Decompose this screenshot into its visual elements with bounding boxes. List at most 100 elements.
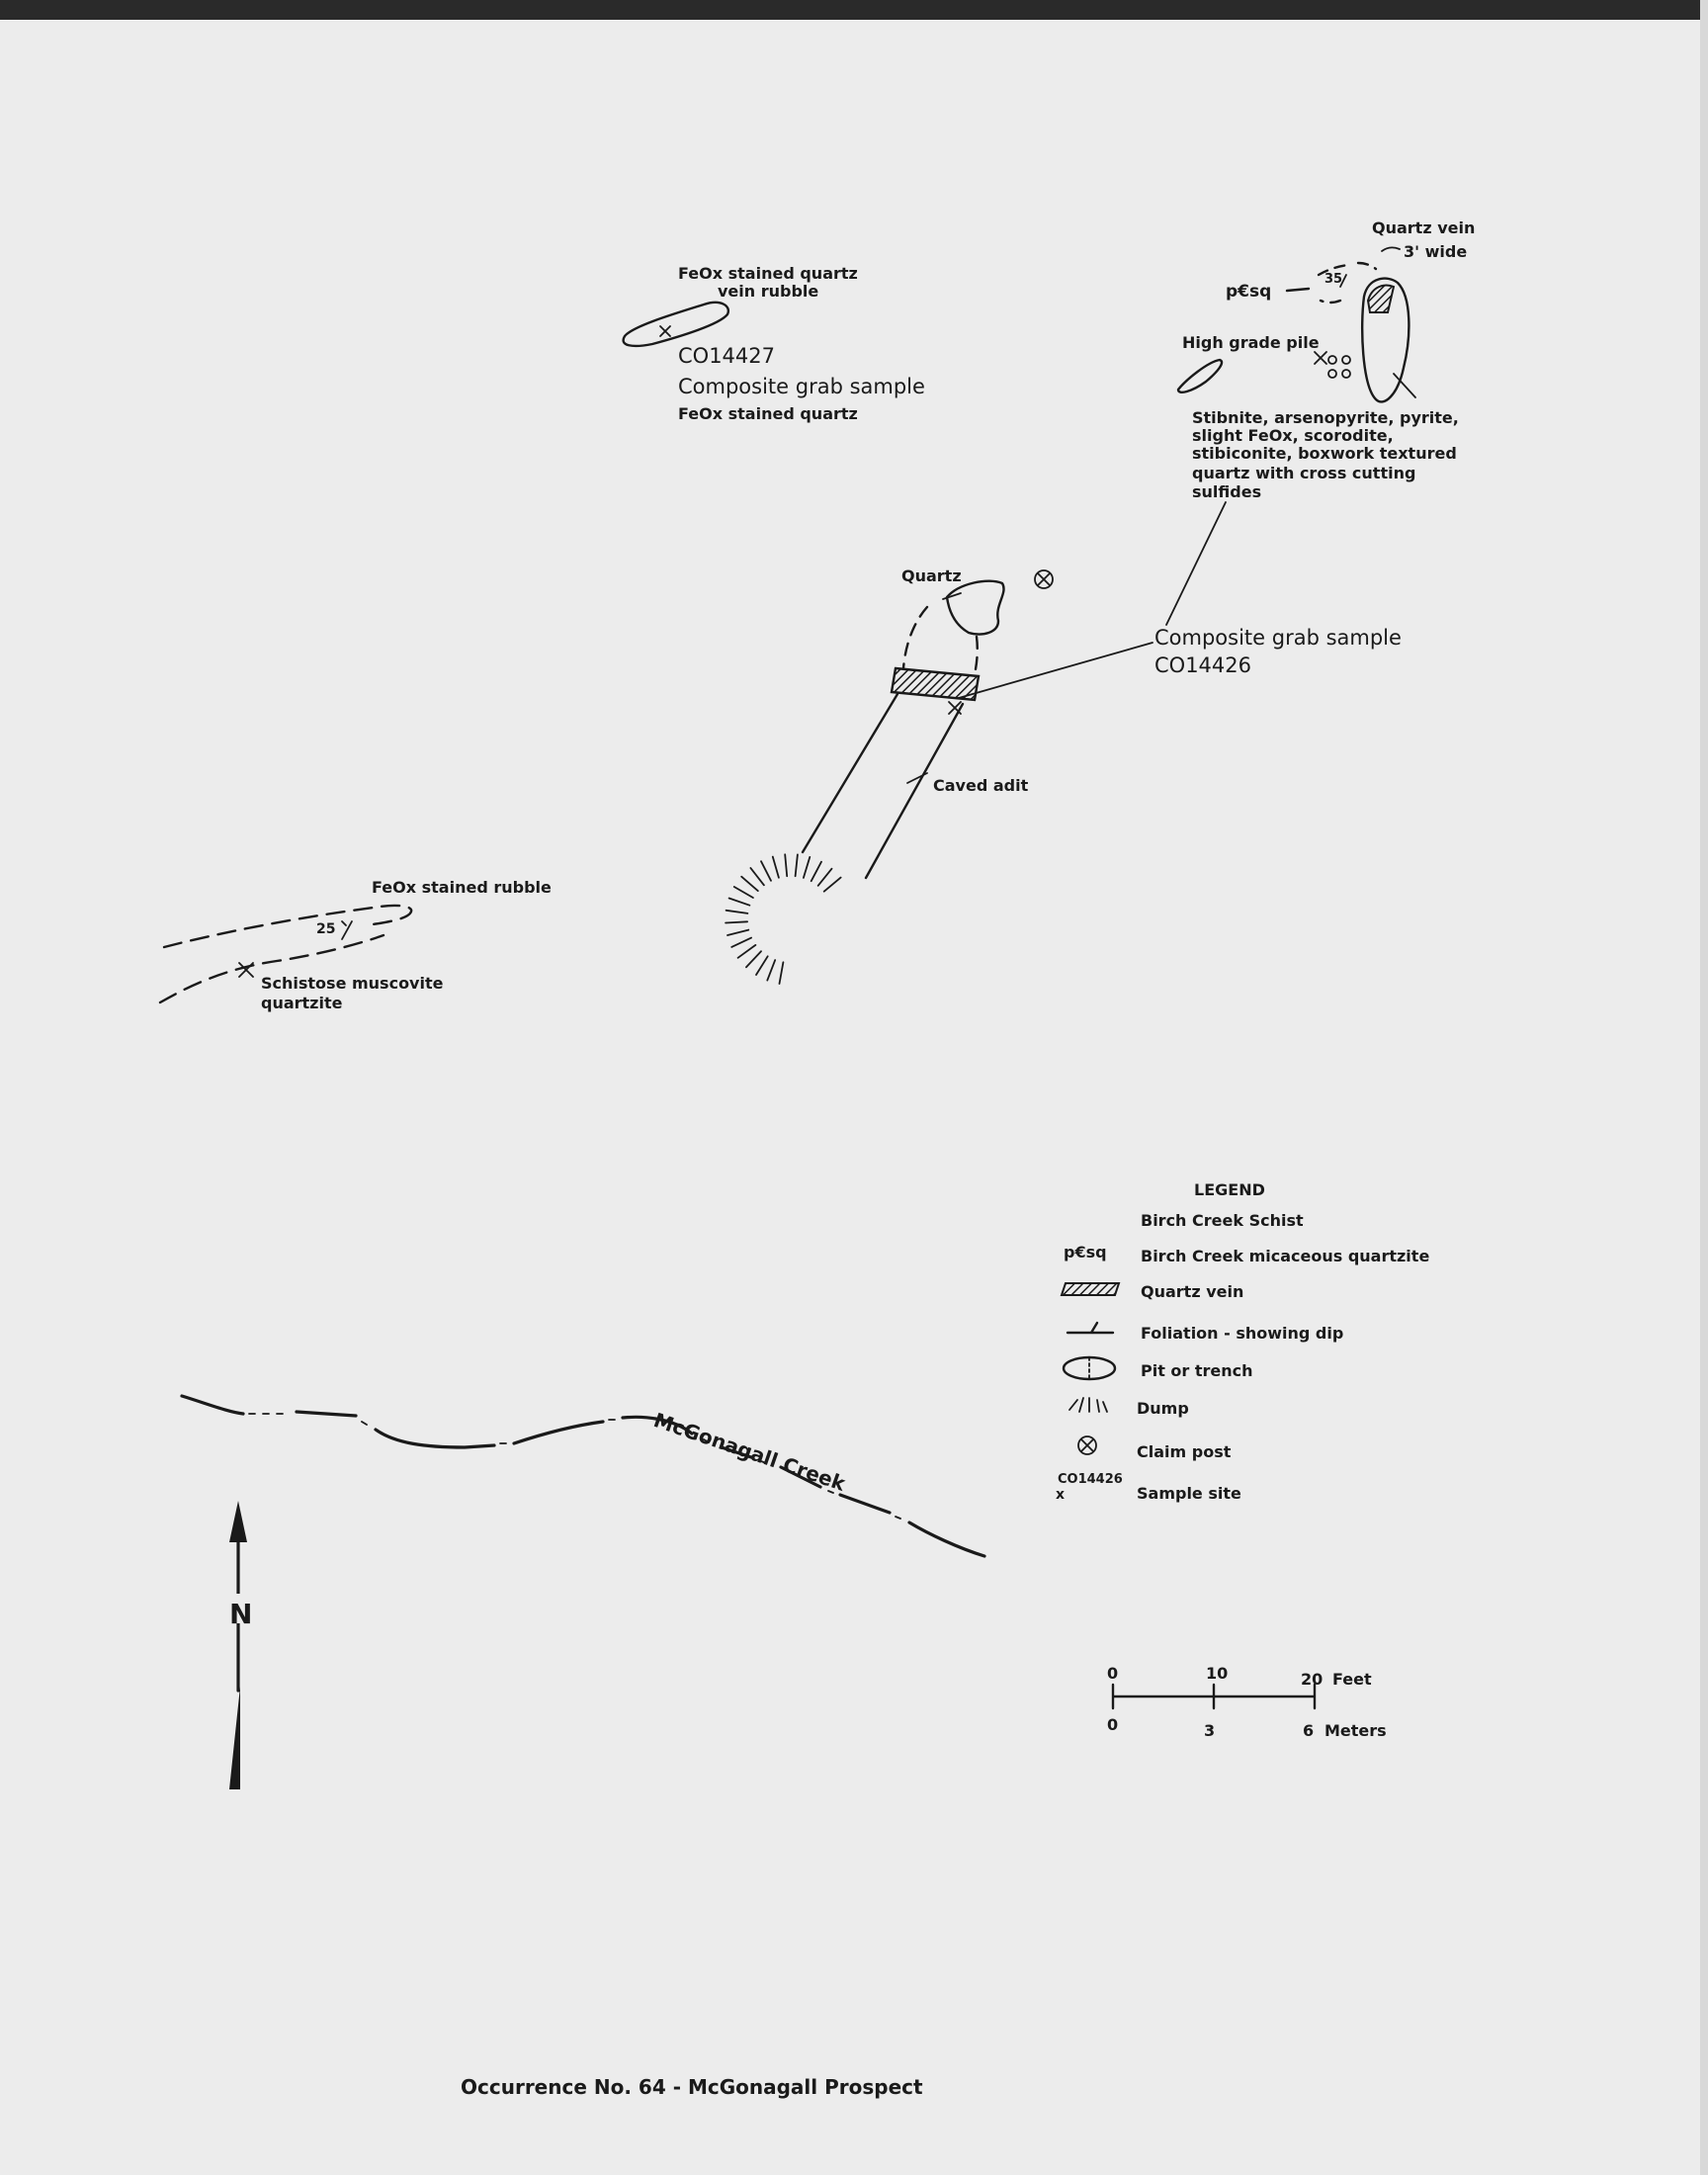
scale-meters-3: 3 <box>1204 1721 1215 1740</box>
feox-vein-rubble-outline <box>622 301 730 348</box>
quartz-vein-3ft-leader <box>1381 246 1401 252</box>
adit-wall-left <box>801 692 899 854</box>
creek-dots <box>248 1413 901 1520</box>
dump-tick <box>727 897 751 907</box>
dump-tick <box>794 853 799 878</box>
dump-tick <box>745 950 762 969</box>
sample-site-co14427-mark <box>659 325 671 337</box>
high-grade-pile-vein <box>1176 358 1224 393</box>
sample-site-high-grade-mark <box>1314 351 1327 365</box>
north-label: N <box>229 1598 252 1630</box>
legend-label-sample-site: Sample site <box>1137 1484 1241 1503</box>
dump-tick <box>822 876 842 893</box>
legend-subheading: Birch Creek Schist <box>1141 1211 1304 1230</box>
dump-tick <box>725 920 748 924</box>
leader-to-co14426-from-adit <box>958 642 1153 699</box>
dump-tick <box>760 860 772 882</box>
dump-tick <box>736 944 757 959</box>
dump-tick <box>778 961 785 985</box>
scale-meters-6: 6 <box>1303 1721 1314 1740</box>
mineral-label-5: sulfides <box>1192 482 1261 501</box>
caved-adit-label: Caved adit <box>933 776 1029 795</box>
creek-label: McGonagall Creek <box>650 1408 849 1496</box>
dump-tick <box>771 855 780 879</box>
claim-post-icon <box>1034 569 1054 589</box>
legend-symbol-pesq: p€sq <box>1064 1243 1107 1262</box>
dump-tick <box>784 853 789 878</box>
quartz-vein-hatch-pit <box>1366 284 1396 313</box>
legend-symbol-sample-x: x <box>1056 1487 1065 1503</box>
dump-tick <box>755 955 769 976</box>
feox-vein-label-2: vein rubble <box>718 282 818 301</box>
scale-feet-unit: Feet <box>1332 1670 1372 1689</box>
adit-wall-right <box>864 702 965 880</box>
dump-tick <box>749 867 765 887</box>
sample-co14426-id: CO14426 <box>1154 653 1251 677</box>
pesq-unit-label: p€sq <box>1226 282 1271 302</box>
dump-tick <box>803 856 811 879</box>
scale-feet-0: 0 <box>1107 1664 1118 1683</box>
scale-feet-10: 10 <box>1206 1664 1228 1683</box>
sample-co14427-desc: FeOx stained quartz <box>678 404 858 423</box>
mineral-label-2: slight FeOx, scorodite, <box>1192 426 1394 445</box>
foliation-dip-35 <box>1339 274 1347 288</box>
leader-to-co14426-from-top <box>1165 501 1227 626</box>
creek-line <box>180 1394 986 1558</box>
scale-bar: 0 10 20 Feet 0 3 6 Meters <box>1107 1664 1387 1740</box>
quartz-vein-3ft-label-1: Quartz vein <box>1372 218 1475 237</box>
rubble-outline-upper <box>162 904 413 949</box>
quartz-vein-hatch-adit <box>890 666 981 702</box>
mineral-label-3: stibiconite, boxwork textured <box>1192 444 1457 463</box>
dump-tick <box>810 860 822 883</box>
scale-feet-20: 20 <box>1301 1670 1323 1689</box>
feox-vein-label-1: FeOx stained quartz <box>678 264 858 283</box>
scan-top-border <box>0 0 1708 20</box>
quartz-outcrop-outline <box>945 579 1005 636</box>
foliation-dip-25 <box>341 920 353 940</box>
legend-symbol-sample-id: CO14426 <box>1058 1472 1123 1487</box>
rubble-outline-lower <box>158 933 385 1004</box>
quartz-vein-3ft-label-2: 3' wide <box>1404 242 1467 261</box>
sample-site-co14426-mark <box>948 701 962 715</box>
map-title: Occurrence No. 64 - McGonagall Prospect <box>461 2075 923 2099</box>
dump-tick <box>726 928 750 936</box>
legend-label-claim-post: Claim post <box>1137 1442 1232 1461</box>
pit-trench-outline <box>1360 277 1410 403</box>
quartz-label: Quartz <box>901 566 962 585</box>
sample-site-rubble-mark <box>238 962 254 978</box>
legend-label-dump: Dump <box>1137 1399 1189 1418</box>
legend-label-pesq: Birch Creek micaceous quartzite <box>1141 1247 1429 1265</box>
dump-tick <box>725 909 749 914</box>
dump-symbol-adit <box>725 853 842 985</box>
legend-symbol-dump <box>1068 1397 1108 1413</box>
legend-symbol-quartz-vein <box>1060 1282 1121 1296</box>
mineral-label-1: Stibnite, arsenopyrite, pyrite, <box>1192 408 1459 427</box>
legend-label-foliation: Foliation - showing dip <box>1141 1324 1343 1343</box>
legend-symbol-foliation <box>1066 1321 1115 1335</box>
high-grade-pile-circles <box>1327 355 1351 379</box>
legend-label-pit: Pit or trench <box>1141 1361 1253 1380</box>
dump-tick <box>732 886 754 899</box>
legend-heading: LEGEND <box>1194 1180 1265 1199</box>
mineral-leader-top <box>1393 373 1416 398</box>
pesq-contact-dashed <box>1317 261 1378 304</box>
legend: LEGEND Birch Creek Schist p€sq Birch Cre… <box>1056 1180 1429 1503</box>
scale-bar-line <box>1111 1683 1317 1710</box>
dump-tick <box>740 875 759 892</box>
mineral-label-4: quartz with cross cutting <box>1192 464 1415 482</box>
dump-tick <box>766 959 777 982</box>
sample-co14427-type: Composite grab sample <box>678 375 925 398</box>
sample-co14427-id: CO14427 <box>678 344 775 368</box>
scale-meters-0: 0 <box>1107 1715 1118 1734</box>
scale-meters-unit: Meters <box>1324 1721 1387 1740</box>
north-arrow-icon: N <box>227 1501 252 1789</box>
dump-tick <box>730 936 752 948</box>
sample-co14426-type: Composite grab sample <box>1154 626 1402 650</box>
dump-tick <box>816 867 833 887</box>
high-grade-pile-label: High grade pile <box>1182 333 1320 352</box>
legend-symbol-claim-post-icon <box>1077 1436 1097 1455</box>
feox-rubble-label: FeOx stained rubble <box>372 878 552 897</box>
legend-label-quartz-vein: Quartz vein <box>1141 1282 1243 1301</box>
